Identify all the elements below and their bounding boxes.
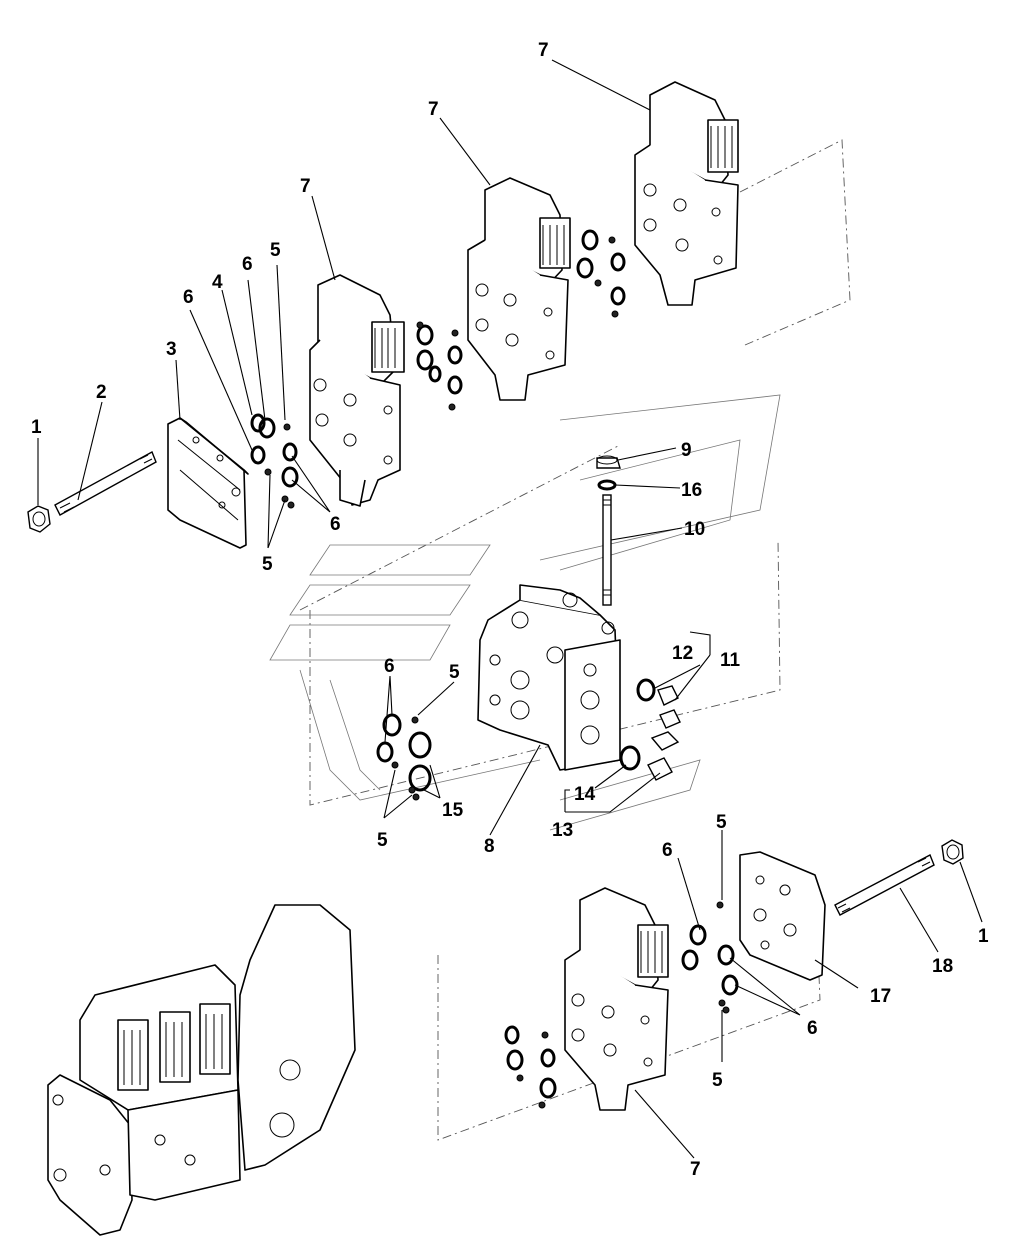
assembled-valve-block [47, 904, 356, 1236]
callout-3: 3 [166, 339, 177, 360]
section-module-7-d [564, 887, 669, 1111]
section-module-7-c [634, 81, 739, 306]
seal-stack-lower [504, 901, 739, 1109]
callout-17: 17 [870, 986, 891, 1007]
callout-10: 10 [684, 519, 705, 540]
callout-1-right: 1 [978, 926, 989, 947]
callout-7-d: 7 [690, 1159, 701, 1180]
callout-5-f: 5 [712, 1070, 723, 1091]
callout-5-d: 5 [377, 830, 388, 851]
callout-7-c: 7 [538, 40, 549, 61]
plug-seal-part-12 [636, 678, 656, 702]
callout-16: 16 [681, 480, 702, 501]
callout-6-f: 6 [807, 1018, 818, 1039]
end-plate-part-17 [739, 851, 826, 981]
callout-9: 9 [681, 440, 692, 461]
callout-13: 13 [552, 820, 573, 841]
callout-15: 15 [442, 800, 464, 821]
callout-7-a: 7 [300, 176, 311, 197]
callout-labels: 1 2 3 6 4 6 5 6 5 7 7 7 9 16 10 12 11 6 … [31, 40, 989, 1180]
tie-rod-part-2 [54, 451, 157, 516]
callout-6-d: 6 [384, 656, 395, 677]
callout-1-left: 1 [31, 417, 42, 438]
ghost-guides [269, 394, 781, 831]
callout-11: 11 [720, 650, 741, 671]
section-module-7-a [309, 274, 405, 507]
callout-6-e: 6 [662, 840, 673, 861]
seal-stack-upper [416, 229, 626, 411]
plug-seal-part-14 [619, 745, 641, 771]
nut-part-1-left [27, 505, 51, 533]
callout-5-c: 5 [449, 662, 460, 683]
callout-8: 8 [484, 836, 495, 857]
leader-lines [37, 59, 983, 1159]
callout-12: 12 [672, 643, 693, 664]
washer-part-16 [597, 479, 617, 491]
inlet-section-part-8 [477, 584, 621, 771]
callout-2: 2 [96, 382, 107, 403]
nut-part-1-right [941, 839, 964, 865]
callout-6-c: 6 [330, 514, 341, 535]
plug-part-13 [647, 731, 680, 781]
callout-14: 14 [574, 784, 596, 805]
callout-5-a: 5 [270, 240, 281, 261]
callout-5-b: 5 [262, 554, 273, 575]
stud-part-10 [602, 494, 612, 606]
seal-stack-left [250, 417, 299, 509]
callout-7-b: 7 [428, 99, 439, 120]
seal-part-4 [250, 413, 266, 433]
callout-6-b: 6 [242, 254, 253, 275]
callout-18: 18 [932, 956, 953, 977]
tie-rod-part-18 [834, 854, 935, 916]
plug-part-11 [657, 685, 681, 729]
callout-5-e: 5 [716, 812, 727, 833]
end-plate-part-3 [167, 417, 249, 549]
nut-part-9 [596, 455, 621, 469]
section-module-7-b [467, 177, 571, 401]
callout-6-a: 6 [183, 287, 194, 308]
callout-4: 4 [212, 272, 223, 293]
